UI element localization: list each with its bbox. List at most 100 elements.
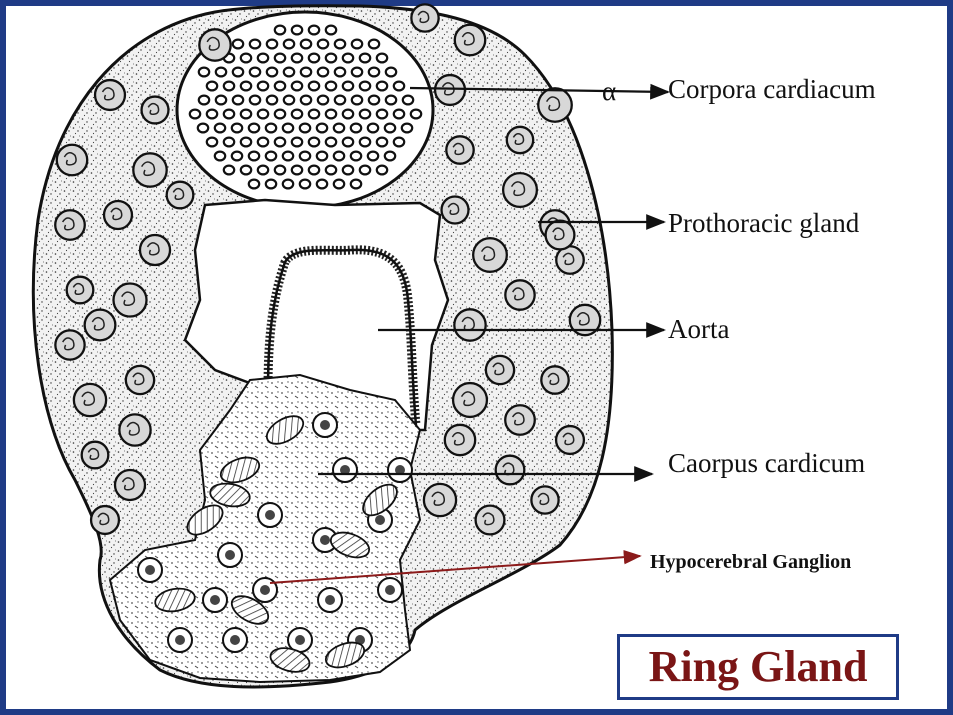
corpora-cell bbox=[275, 138, 285, 147]
corpora-cell bbox=[352, 40, 362, 49]
corpora-cell bbox=[317, 152, 327, 161]
corpora-cell bbox=[241, 166, 251, 175]
corpora-cell bbox=[283, 152, 293, 161]
corpora-cell bbox=[232, 124, 242, 133]
gland-nucleus bbox=[113, 283, 146, 316]
corpora-cell bbox=[335, 68, 345, 77]
corpora-cell bbox=[216, 96, 226, 105]
corpora-cell bbox=[343, 110, 353, 119]
gland-nucleus bbox=[133, 153, 166, 186]
corpora-cell bbox=[369, 68, 379, 77]
corpora-cell bbox=[233, 68, 243, 77]
gland-nucleus bbox=[454, 309, 485, 340]
corpora-cell bbox=[241, 82, 251, 91]
corpora-cell bbox=[301, 40, 311, 49]
title-box: Ring Gland bbox=[617, 634, 899, 700]
corpora-cell bbox=[309, 26, 319, 35]
corpora-cell bbox=[292, 166, 302, 175]
corpora-cell bbox=[283, 180, 293, 189]
corpora-cell bbox=[199, 96, 209, 105]
corpora-cell bbox=[275, 110, 285, 119]
ganglion-cell-nucleus bbox=[265, 510, 275, 520]
corpora-cell bbox=[232, 152, 242, 161]
corpora-cell bbox=[309, 82, 319, 91]
corpora-cell bbox=[377, 110, 387, 119]
ganglion-cell-nucleus bbox=[385, 585, 395, 595]
corpora-cell bbox=[258, 110, 268, 119]
corpora-cell bbox=[335, 40, 345, 49]
label-hypocerebral-ganglion: Hypocerebral Ganglion bbox=[650, 551, 851, 573]
gland-nucleus bbox=[445, 425, 475, 455]
ganglion-cell-nucleus bbox=[320, 535, 330, 545]
gland-nucleus bbox=[424, 484, 456, 516]
gland-nucleus bbox=[505, 405, 535, 435]
corpora-cell bbox=[326, 110, 336, 119]
corpora-cell bbox=[215, 124, 225, 133]
corpora-cell bbox=[301, 68, 311, 77]
corpora-cell bbox=[369, 40, 379, 49]
corpora-cell bbox=[292, 110, 302, 119]
corpora-cell bbox=[284, 40, 294, 49]
corpora-cell bbox=[258, 54, 268, 63]
corpora-cell bbox=[309, 166, 319, 175]
corpora-cell bbox=[351, 152, 361, 161]
corpora-cell bbox=[326, 166, 336, 175]
corpora-cell bbox=[275, 166, 285, 175]
corpora-cell bbox=[343, 82, 353, 91]
ganglion-cell-nucleus bbox=[230, 635, 240, 645]
corpora-cell bbox=[360, 138, 370, 147]
corpora-cell bbox=[377, 166, 387, 175]
corpora-cell bbox=[233, 96, 243, 105]
corpora-cell bbox=[369, 96, 379, 105]
gland-nucleus bbox=[446, 136, 473, 163]
corpora-cell bbox=[233, 40, 243, 49]
ganglion-cell-nucleus bbox=[225, 550, 235, 560]
corpora-cell bbox=[317, 180, 327, 189]
gland-nucleus bbox=[476, 506, 505, 535]
corpora-cell bbox=[352, 68, 362, 77]
gland-nucleus bbox=[538, 88, 572, 122]
corpora-cell bbox=[267, 96, 277, 105]
corpora-cell bbox=[368, 124, 378, 133]
corpora-cell bbox=[266, 180, 276, 189]
corpora-cell bbox=[190, 110, 200, 119]
corpora-cell bbox=[275, 54, 285, 63]
corpora-cell bbox=[351, 124, 361, 133]
corpora-cell bbox=[224, 138, 234, 147]
diagram-title: Ring Gland bbox=[649, 645, 868, 689]
gland-nucleus bbox=[104, 201, 132, 229]
corpora-cell bbox=[360, 54, 370, 63]
gland-nucleus bbox=[115, 470, 145, 500]
gland-nucleus bbox=[411, 4, 438, 31]
corpora-cell bbox=[207, 138, 217, 147]
ganglion-cell-nucleus bbox=[175, 635, 185, 645]
corpora-cell bbox=[326, 138, 336, 147]
gland-nucleus bbox=[541, 366, 568, 393]
alpha-mark: α bbox=[602, 76, 616, 106]
corpora-cell bbox=[402, 124, 412, 133]
corpora-cell bbox=[343, 138, 353, 147]
corpora-cell bbox=[250, 40, 260, 49]
corpora-cell bbox=[284, 68, 294, 77]
corpora-cell bbox=[292, 54, 302, 63]
corpora-cell bbox=[207, 110, 217, 119]
corpora-cell bbox=[318, 40, 328, 49]
label-corpora-cardiacum: Corpora cardiacum bbox=[668, 74, 876, 104]
gland-nucleus bbox=[140, 235, 170, 265]
corpora-cell bbox=[343, 54, 353, 63]
gland-nucleus bbox=[496, 456, 525, 485]
corpora-cell bbox=[241, 110, 251, 119]
corpora-cell bbox=[275, 26, 285, 35]
corpora-cell bbox=[216, 68, 226, 77]
corpora-cell bbox=[275, 82, 285, 91]
corpora-cell bbox=[411, 110, 421, 119]
corpora-cell bbox=[300, 124, 310, 133]
ganglion-cell-nucleus bbox=[210, 595, 220, 605]
gland-nucleus bbox=[142, 97, 169, 124]
corpora-cell bbox=[258, 166, 268, 175]
corpora-cell bbox=[207, 82, 217, 91]
corpora-cell bbox=[386, 68, 396, 77]
corpora-cell bbox=[267, 40, 277, 49]
corpora-cell bbox=[326, 82, 336, 91]
